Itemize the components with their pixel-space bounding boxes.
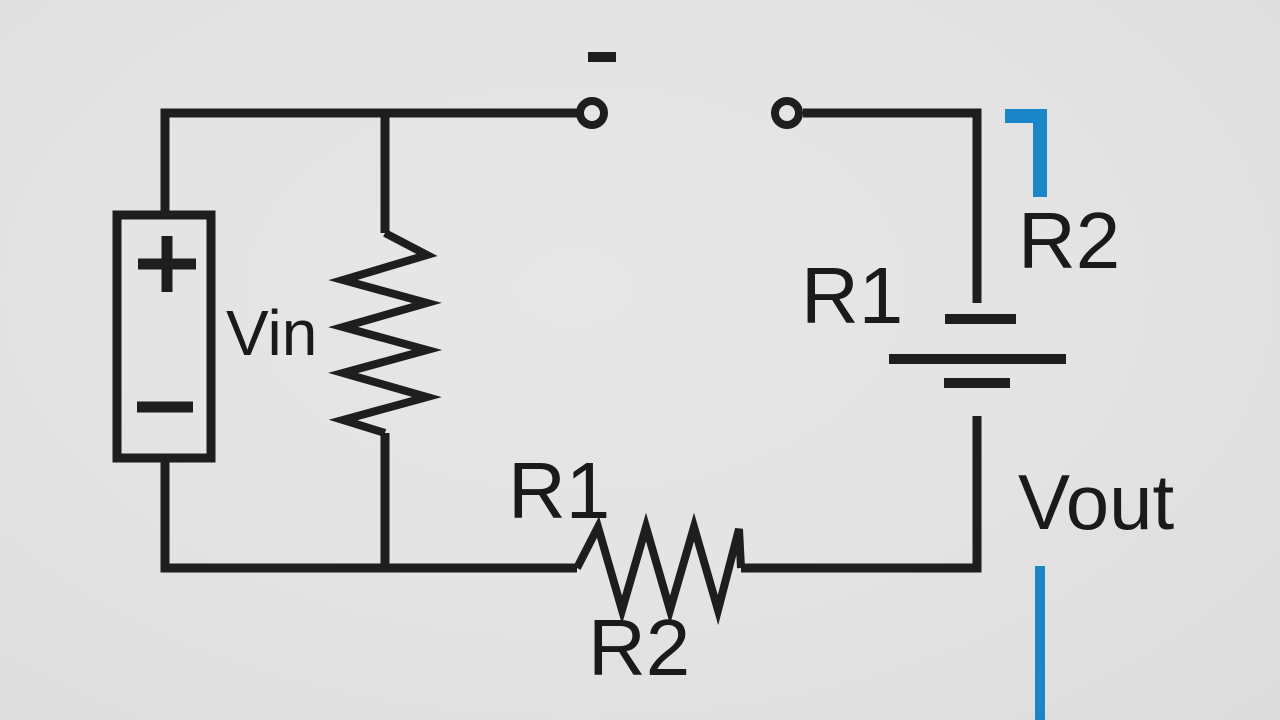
wire-bottom-left — [160, 460, 577, 573]
r1-right-label: R1 — [801, 251, 904, 340]
r2-right-label: R2 — [1018, 196, 1121, 285]
plus-polarity-icon — [138, 236, 196, 292]
vout-label: Vout — [1018, 458, 1175, 546]
wire-top-right — [803, 108, 982, 303]
r2-bottom-label: R2 — [588, 603, 691, 692]
terminal-left-node — [576, 97, 608, 129]
vin-label: Vin — [226, 297, 318, 369]
wire-top-left — [160, 108, 577, 214]
wire-bottom-right — [741, 416, 982, 573]
resistor-vertical-zigzag — [328, 229, 443, 437]
annotation-bracket-r2 — [1005, 109, 1047, 197]
voltage-source-body — [112, 210, 216, 463]
resistor-bottom-zigzag — [573, 512, 745, 626]
r1-bottom-label: R1 — [508, 446, 611, 535]
terminal-right-node — [771, 97, 803, 129]
